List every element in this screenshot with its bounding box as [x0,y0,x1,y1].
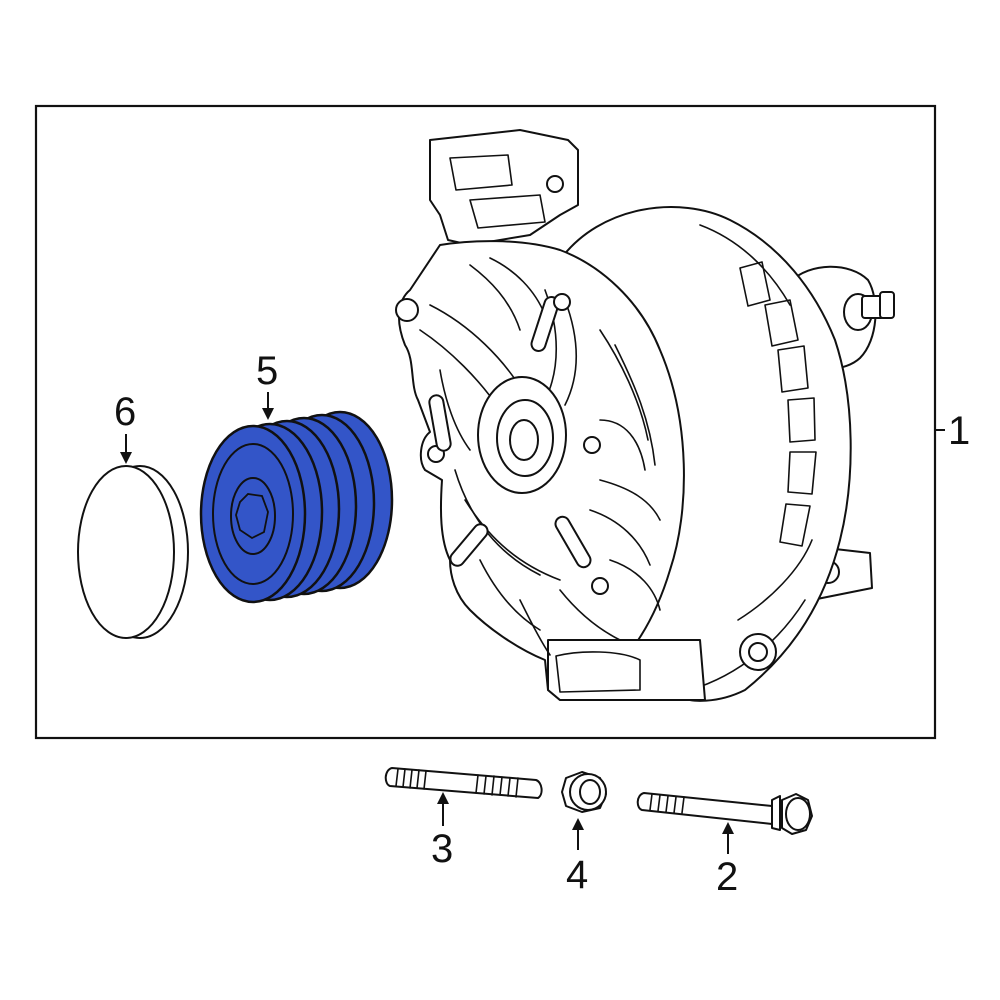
pulley-inner-ring [212,443,294,585]
front-face-ribs [419,257,661,656]
callout-3: 3 [431,827,453,871]
callout-5: 5 [256,349,278,393]
callout-1: 1 [948,409,970,453]
callout-6-arrowhead [120,452,132,464]
terminal-stud [843,291,895,331]
callout-5-arrowhead [262,408,274,420]
vent-slots [428,296,592,569]
housing-fins [689,224,817,691]
cap-part[interactable] [77,465,189,639]
pulley-spline-bore [235,493,269,540]
pulley-part[interactable] [199,410,394,604]
pulley-hub [230,477,276,555]
stud-part[interactable] [384,767,543,799]
callout-2: 2 [716,855,738,899]
callout-4: 4 [566,853,588,897]
nut-part[interactable] [561,771,607,813]
callout-4-arrowhead [572,818,584,830]
callout-6: 6 [114,390,136,434]
callout-3-arrowhead [437,792,449,804]
assembly-frame [34,104,937,740]
alternator-part[interactable] [395,129,895,702]
bolt-part[interactable] [636,792,813,835]
alternator-hub [477,293,609,595]
callout-2-arrowhead [722,822,734,834]
